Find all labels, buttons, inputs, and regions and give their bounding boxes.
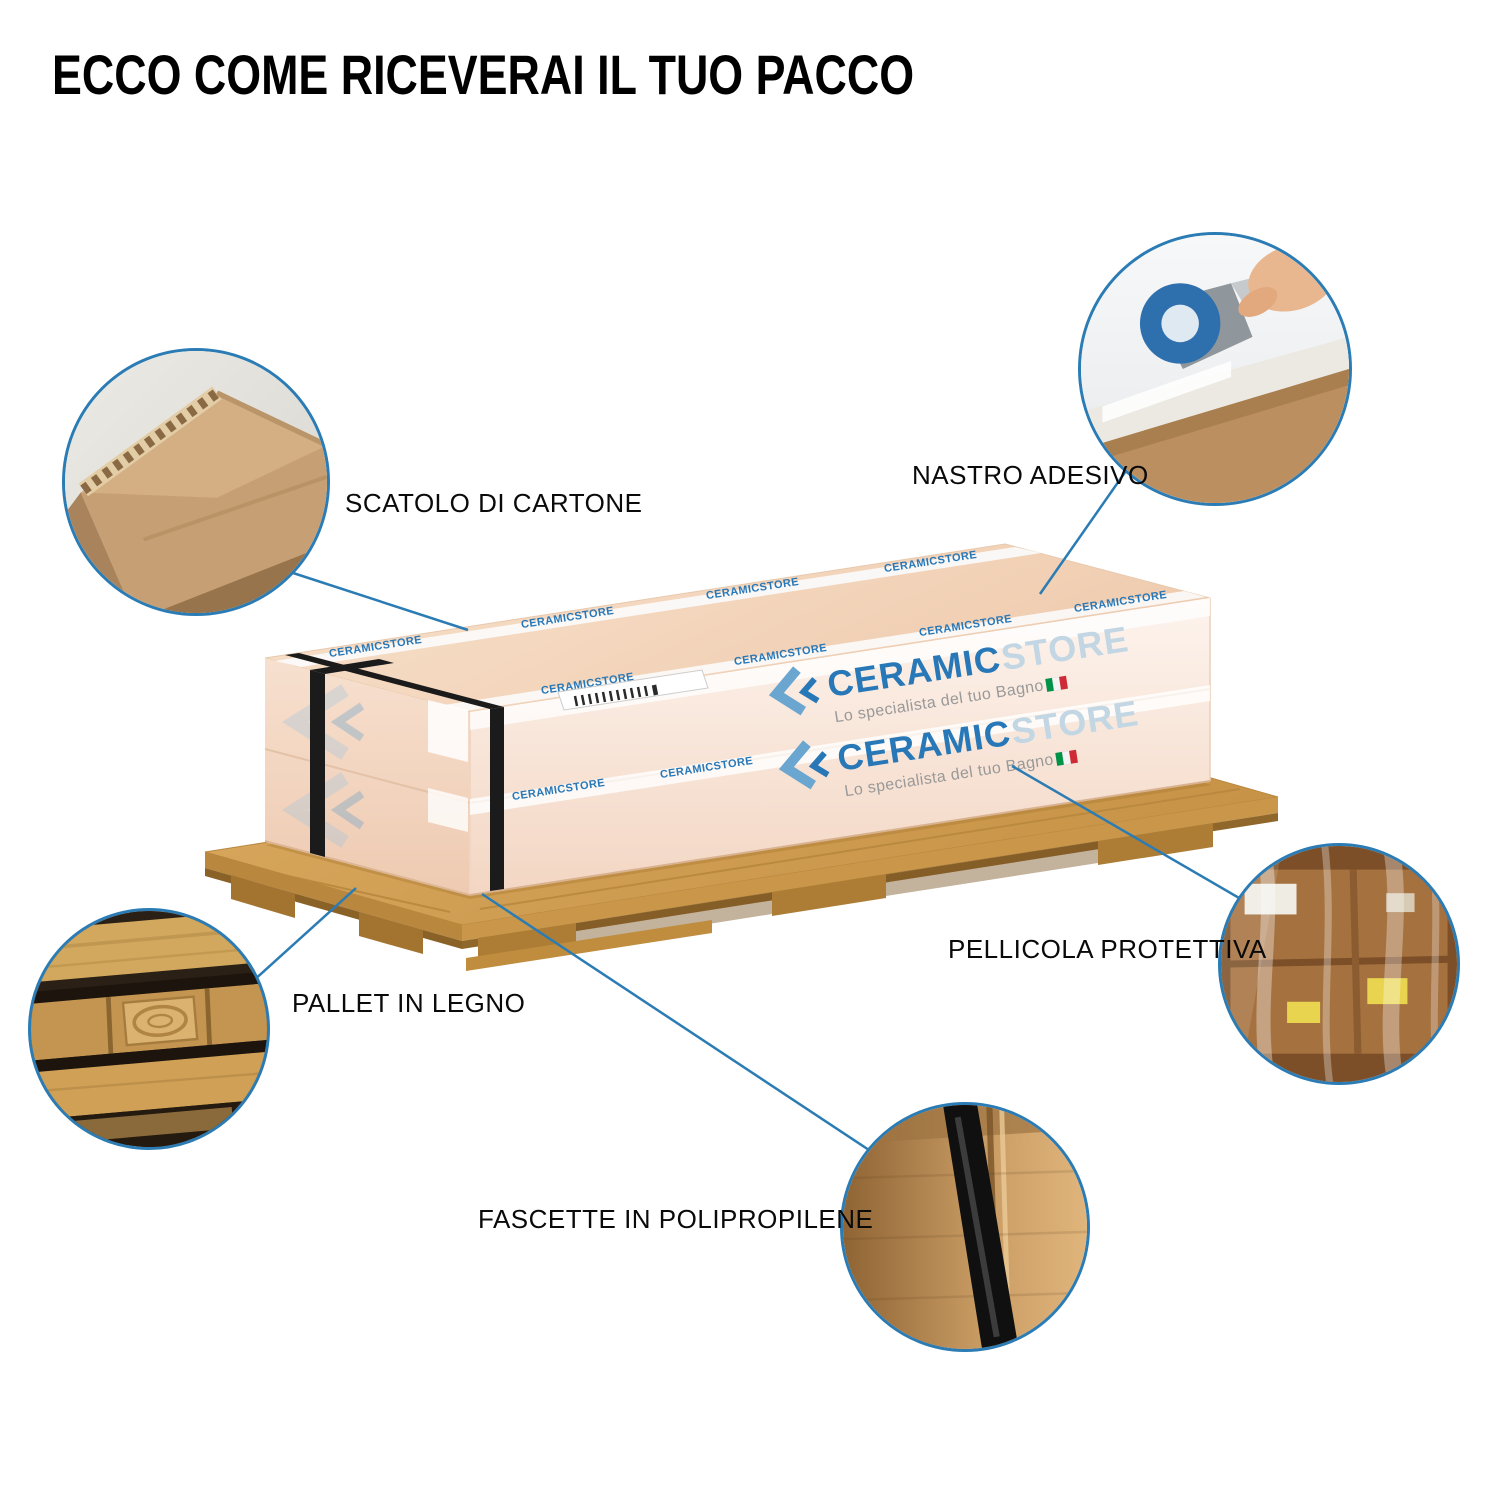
label-nastro-adesivo: NASTRO ADESIVO — [912, 460, 1149, 490]
label-pellicola-protettiva: PELLICOLA PROTETTIVA — [948, 934, 1267, 964]
label-pallet-in-legno: PALLET IN LEGNO — [292, 988, 526, 1018]
italy-flag-icon — [1045, 675, 1068, 692]
photo-shrink-wrap-pallet — [1218, 843, 1460, 1085]
connector-lines — [251, 467, 1247, 1154]
photo-strap-closeup — [840, 1102, 1090, 1352]
ceramicstore-chevron-icon — [778, 740, 830, 790]
connector-line-scatolo — [289, 570, 469, 632]
ceramicstore-chevron-icon — [768, 666, 820, 716]
photo-wooden-pallet — [28, 908, 270, 1150]
connector-line-fascette — [481, 892, 873, 1154]
brand-watermark-chevrons — [282, 684, 365, 848]
connector-line-pellicola — [1011, 764, 1247, 904]
cardboard-corner-illustration — [65, 351, 327, 613]
strap-closeup-illustration — [843, 1105, 1087, 1349]
connector-line-pallet — [251, 887, 357, 983]
strap-graphic — [285, 653, 504, 891]
page-title: ECCO COME RICEVERAI IL TUO PACCO — [52, 43, 915, 106]
wooden-pallet-illustration — [31, 911, 267, 1147]
shipping-label-graphic — [557, 669, 709, 711]
tape-dispenser-illustration — [1081, 235, 1349, 503]
connector-line-nastro — [1038, 467, 1130, 595]
photo-cardboard-box-closeup — [62, 348, 330, 616]
label-scatolo-di-cartone: SCATOLO DI CARTONE — [345, 488, 643, 518]
shrink-wrap-illustration — [1221, 846, 1457, 1082]
label-fascette-in-polipropilene: FASCETTE IN POLIPROPILENE — [478, 1204, 874, 1234]
italy-flag-icon — [1055, 749, 1078, 766]
photo-tape-dispenser — [1078, 232, 1352, 506]
